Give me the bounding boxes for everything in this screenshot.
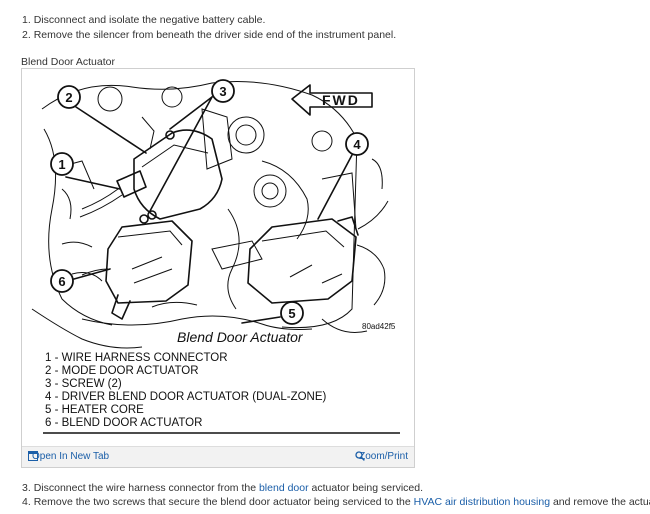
legend-item: 2 - MODE DOOR ACTUATOR (45, 365, 199, 377)
svg-text:6: 6 (58, 274, 65, 289)
step-number: 2. (22, 29, 31, 41)
open-new-tab-link[interactable]: Open In New Tab (28, 451, 109, 462)
svg-text:5: 5 (288, 306, 295, 321)
callout-6: 6 (50, 269, 74, 293)
blend-door-link[interactable]: blend door (258, 482, 309, 494)
background-linework (31, 81, 386, 349)
open-new-tab-label: Open In New Tab (32, 451, 110, 462)
step-text: actuator being serviced. (311, 482, 423, 494)
fwd-label: FWD (322, 92, 360, 108)
zoom-print-link[interactable]: Zoom/Print (355, 451, 408, 462)
blend-door-actuator (81, 214, 193, 320)
legend-item: 3 - SCREW (2) (45, 378, 122, 390)
driver-blend-door-actuator (247, 200, 389, 304)
figure-card: FWD (21, 68, 415, 468)
svg-text:4: 4 (353, 137, 361, 152)
mode-door-actuator (133, 129, 223, 220)
callout-2: 2 (57, 85, 81, 109)
zoom-print-label: Zoom/Print (359, 451, 408, 462)
diagram-title: Blend Door Actuator (177, 329, 304, 345)
step-text: Disconnect and isolate the negative batt… (33, 14, 266, 26)
hvac-housing-link[interactable]: HVAC air distribution housing (413, 496, 551, 508)
step-4: 4. Remove the two screws that secure the… (22, 496, 650, 509)
actuator-diagram: FWD (31, 79, 400, 434)
step-2: 2. Remove the silencer from beneath the … (22, 29, 396, 42)
callout-5: 5 (280, 301, 304, 325)
legend-item: 4 - DRIVER BLEND DOOR ACTUATOR (DUAL-ZON… (45, 391, 327, 403)
step-text: Disconnect the wire harness connector fr… (33, 482, 257, 494)
image-code: 80ad42f5 (362, 322, 396, 331)
callout-3: 3 (211, 79, 235, 103)
legend-item: 5 - HEATER CORE (45, 404, 144, 416)
leader-lines (65, 96, 353, 324)
legend-item: 1 - WIRE HARNESS CONNECTOR (45, 352, 228, 364)
figure-caption: Blend Door Actuator (21, 56, 115, 68)
step-text: Remove the silencer from beneath the dri… (33, 29, 397, 41)
forward-arrow: FWD (291, 84, 373, 116)
svg-text:1: 1 (58, 157, 65, 172)
figure-footer: Open In New Tab Zoom/Print (22, 446, 414, 467)
step-3: 3. Disconnect the wire harness connector… (22, 482, 423, 495)
wire-harness-connector (79, 170, 147, 218)
step-1: 1. Disconnect and isolate the negative b… (22, 14, 265, 27)
svg-text:3: 3 (219, 84, 226, 99)
callout-1: 1 (50, 152, 74, 176)
step-number: 4. (22, 496, 31, 508)
step-text: Remove the two screws that secure the bl… (33, 496, 411, 508)
step-number: 3. (22, 482, 31, 494)
legend-item: 6 - BLEND DOOR ACTUATOR (45, 417, 202, 429)
callout-4: 4 (345, 132, 369, 156)
legend: 1 - WIRE HARNESS CONNECTOR 2 - MODE DOOR… (45, 352, 327, 429)
step-number: 1. (22, 14, 31, 26)
step-text: and remove the actuator. (552, 496, 650, 508)
svg-text:2: 2 (65, 90, 72, 105)
